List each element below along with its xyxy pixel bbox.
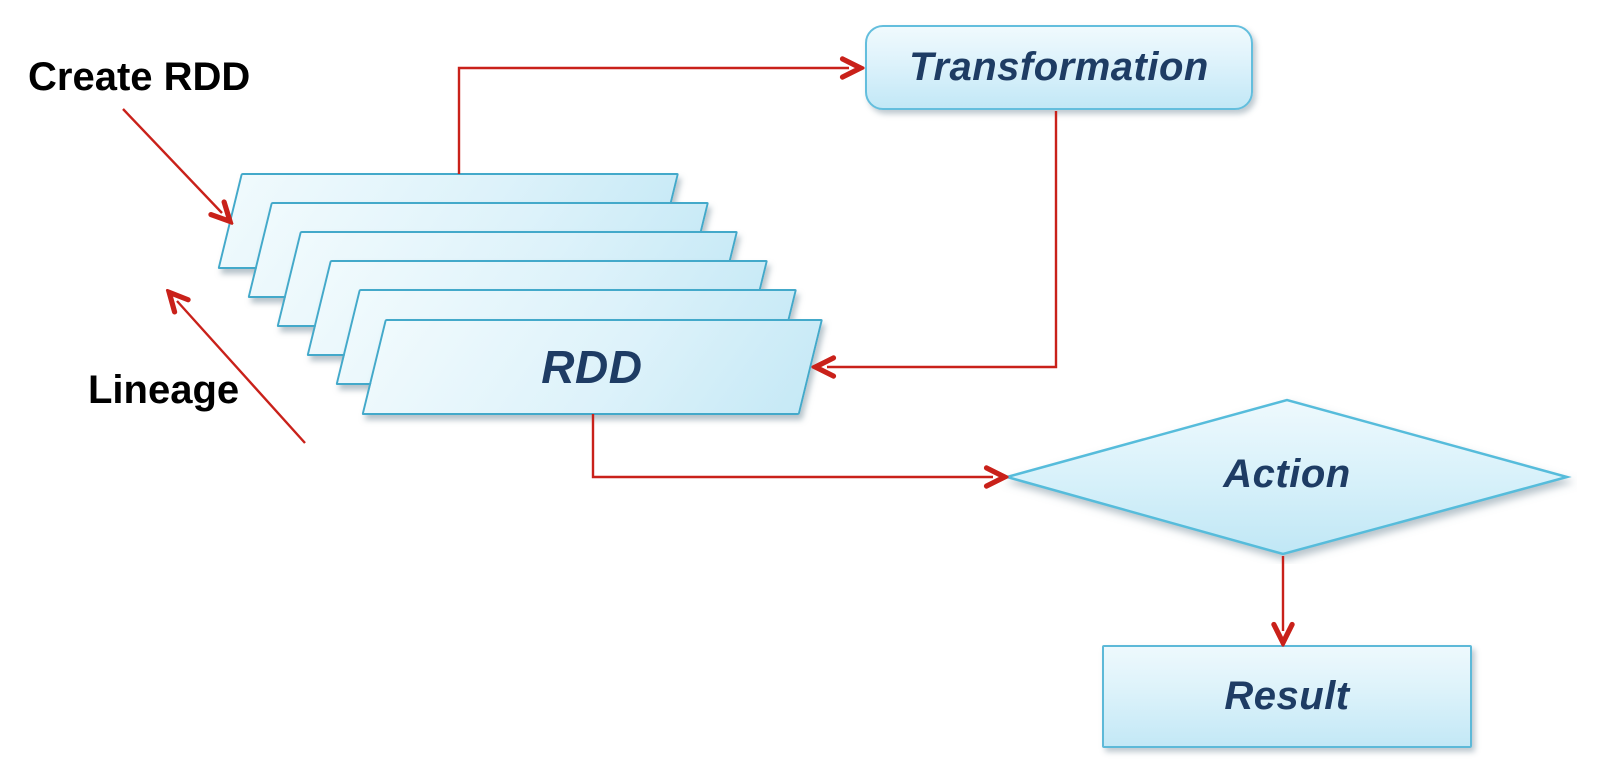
lineage-label: Lineage <box>88 368 240 412</box>
transformation-label: Transformation <box>909 45 1209 89</box>
action-diamond-shape <box>1002 398 1572 556</box>
edge-create-rdd-annotation <box>122 108 222 213</box>
action-node <box>1002 398 1572 556</box>
result-node: Result <box>1102 645 1472 748</box>
transformation-node: Transformation <box>865 25 1253 110</box>
create-rdd-label: Create RDD <box>28 55 251 99</box>
edge-rdd-to-transformation <box>457 68 849 174</box>
edge-rdd-to-action <box>591 414 993 477</box>
action-label: Action <box>1223 452 1351 496</box>
result-label: Result <box>1224 674 1350 718</box>
rdd-front-layer: RDD <box>361 319 823 415</box>
edge-transformation-to-rdd <box>827 111 1058 367</box>
rdd-label: RDD <box>541 341 643 393</box>
